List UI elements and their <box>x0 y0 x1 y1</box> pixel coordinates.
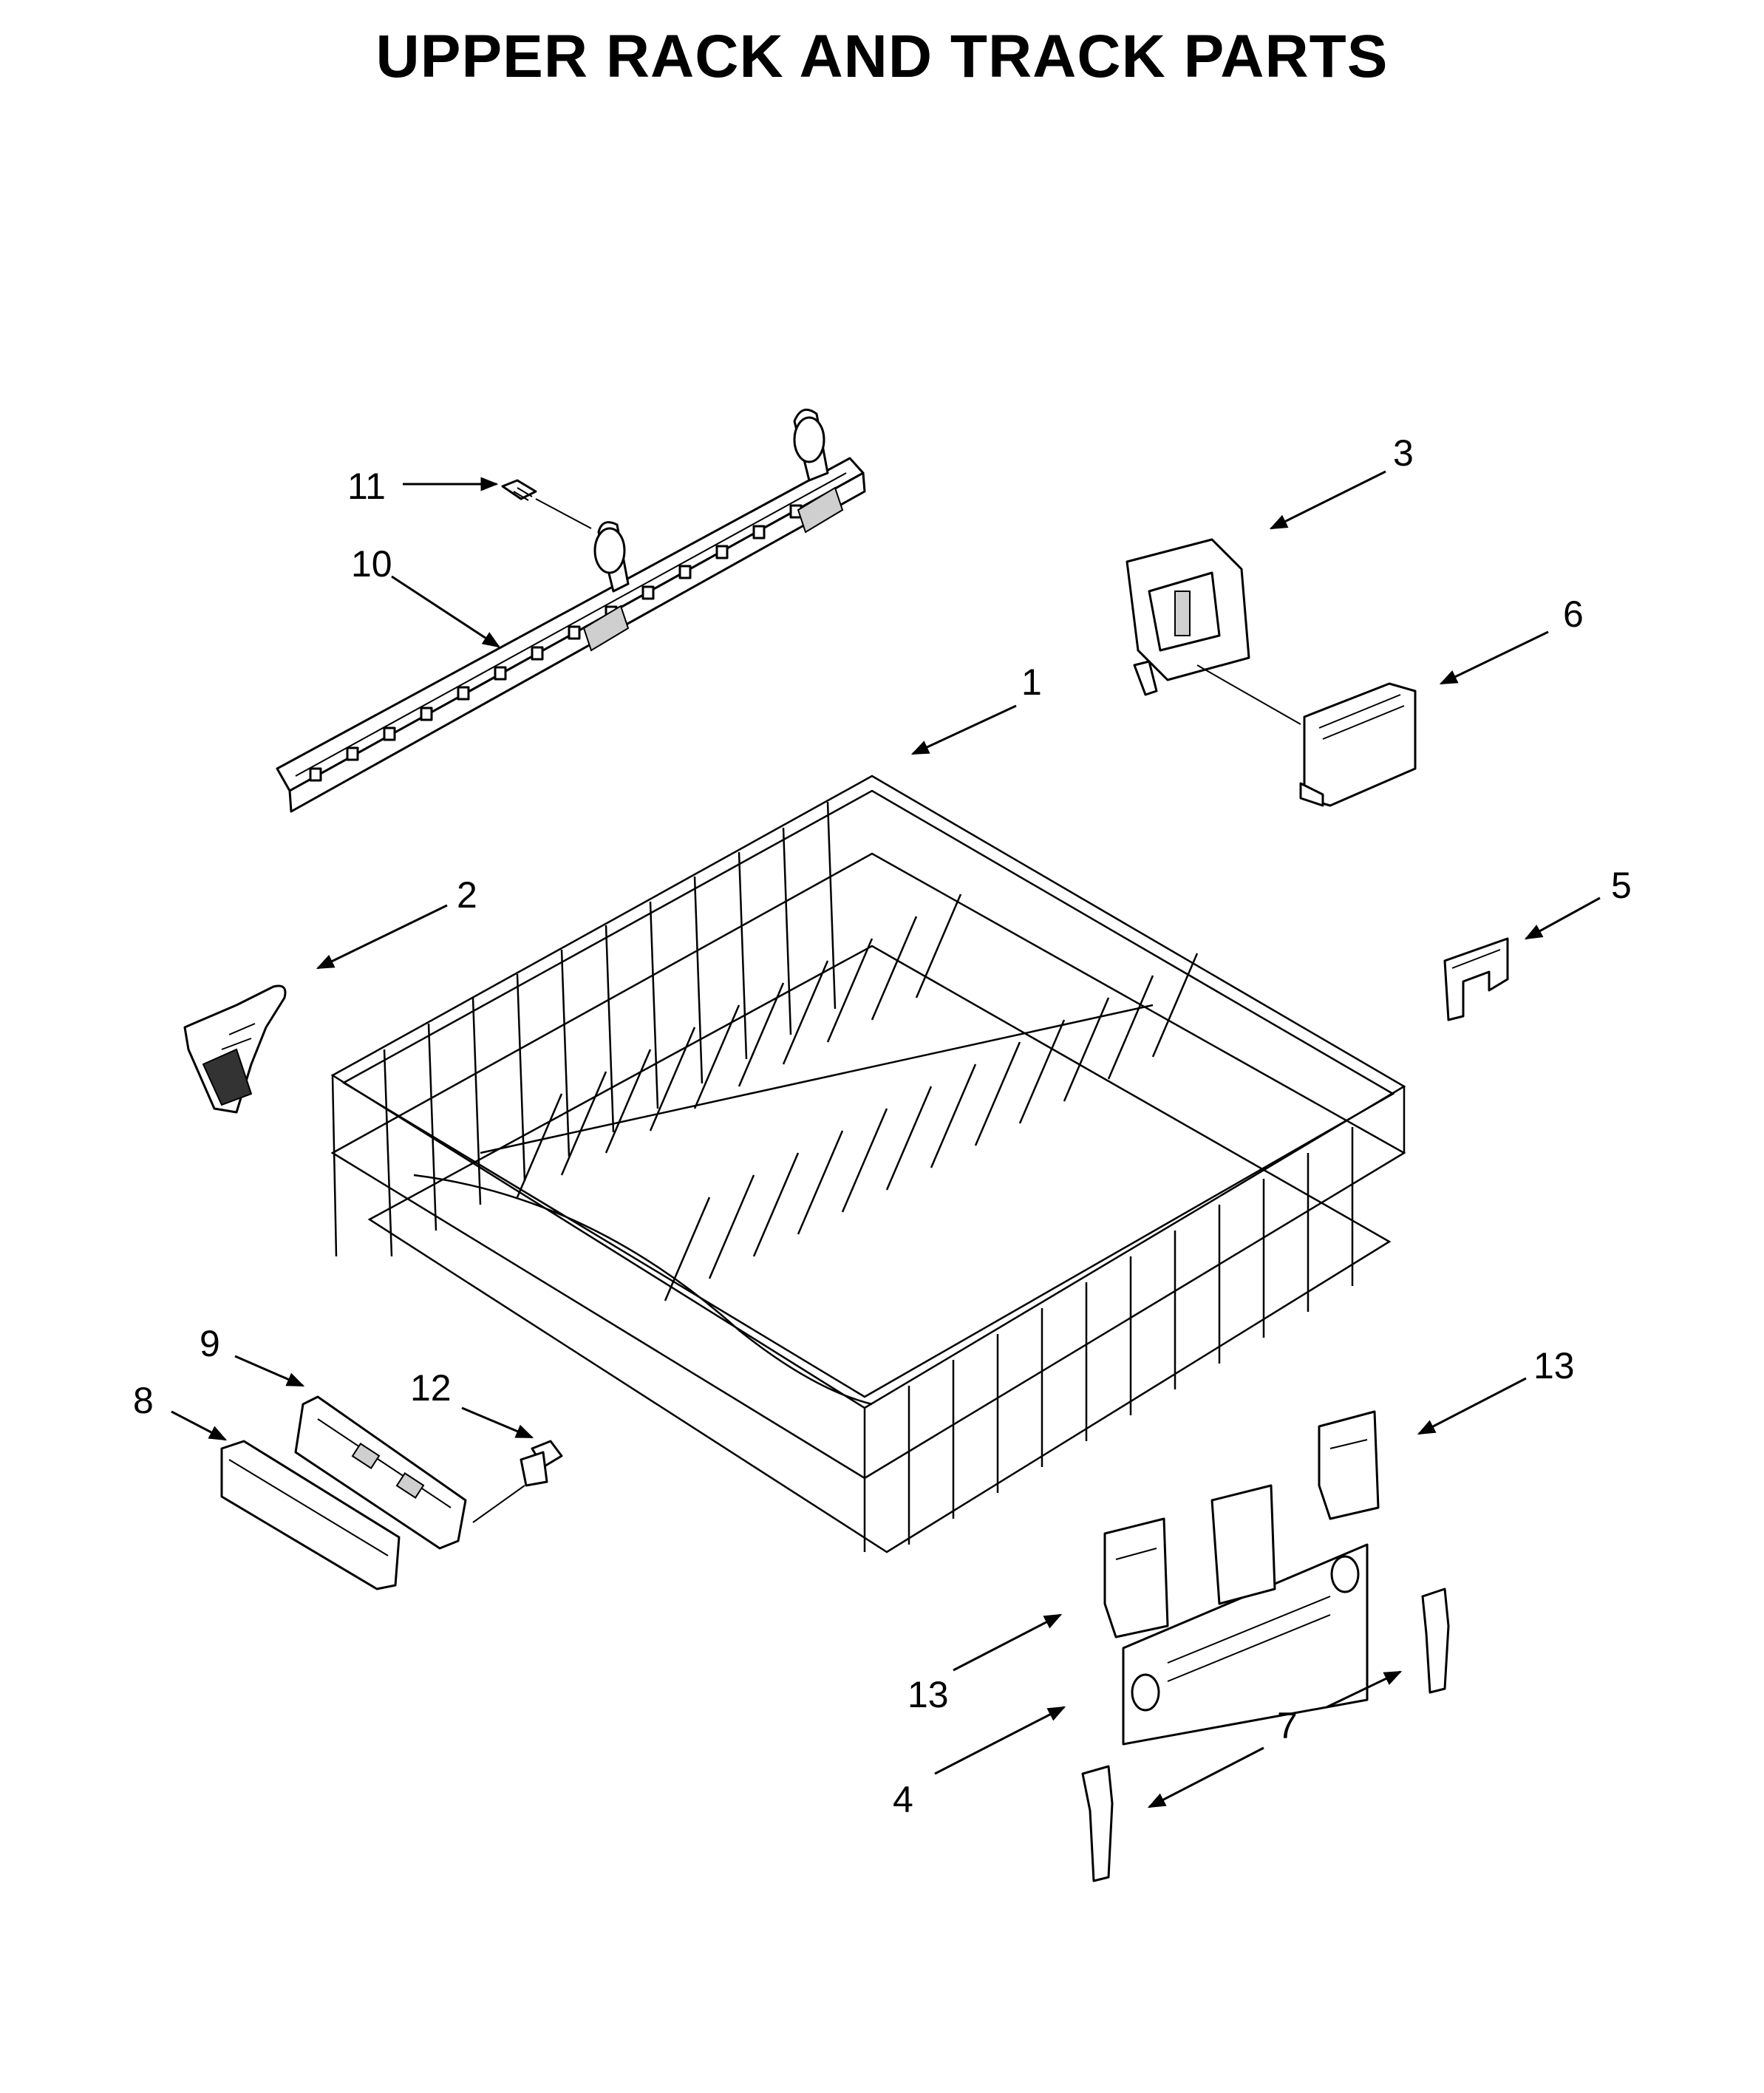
leader-10 <box>391 575 501 648</box>
leader-13a <box>1417 1377 1527 1435</box>
handle-part-9 <box>294 1395 467 1550</box>
leader-8 <box>171 1410 228 1441</box>
leader-13b <box>953 1613 1063 1672</box>
callout-13-left: 13 <box>907 1674 949 1715</box>
handle-cover-part-8 <box>220 1440 401 1590</box>
upper-rack-basket-part-1 <box>330 775 1406 1553</box>
leader-4 <box>934 1706 1066 1775</box>
callout-7: 7 <box>1277 1705 1298 1746</box>
callout-9: 9 <box>200 1323 220 1364</box>
callout-10: 10 <box>351 543 392 585</box>
callout-12: 12 <box>410 1367 452 1409</box>
callout-13-right: 13 <box>1533 1345 1575 1386</box>
leader-9 <box>234 1355 305 1387</box>
screw-part-12 <box>472 1440 563 1523</box>
screw-part-11 <box>501 479 592 529</box>
leader-2 <box>316 904 448 970</box>
adjuster-part-4 <box>1122 1484 1369 1746</box>
rack-adjuster-part-3 <box>1126 538 1301 725</box>
adjuster-clip-part-13-upper <box>1318 1410 1380 1520</box>
callout-11: 11 <box>347 466 386 507</box>
callout-5: 5 <box>1611 865 1632 906</box>
adjuster-clip-part-13-lower <box>1103 1517 1169 1638</box>
callout-1: 1 <box>1021 661 1042 703</box>
clip-part-7-left <box>1081 1765 1114 1882</box>
callout-8: 8 <box>133 1380 154 1421</box>
leader-3 <box>1269 470 1386 530</box>
leader-lines <box>171 470 1601 1808</box>
leader-7-left <box>1147 1746 1264 1808</box>
callout-6: 6 <box>1563 593 1584 635</box>
leader-6 <box>1439 630 1549 685</box>
rack-adjuster-part-6 <box>1299 682 1417 807</box>
leader-12 <box>461 1406 534 1439</box>
leader-7-right <box>1326 1670 1403 1709</box>
leader-1 <box>910 704 1017 755</box>
leader-5 <box>1524 896 1601 940</box>
callout-4: 4 <box>893 1779 913 1820</box>
clip-part-7-right <box>1421 1587 1450 1694</box>
track-rail-part <box>276 408 866 813</box>
page-title: UPPER RACK AND TRACK PARTS <box>375 23 1389 90</box>
callout-2: 2 <box>457 874 477 916</box>
clip-part-2 <box>183 984 287 1114</box>
stop-clip-part-5 <box>1443 937 1509 1021</box>
callout-3: 3 <box>1393 432 1414 474</box>
callout-numbers: 11 10 1 3 6 2 5 9 8 12 13 13 4 7 <box>133 432 1632 1820</box>
